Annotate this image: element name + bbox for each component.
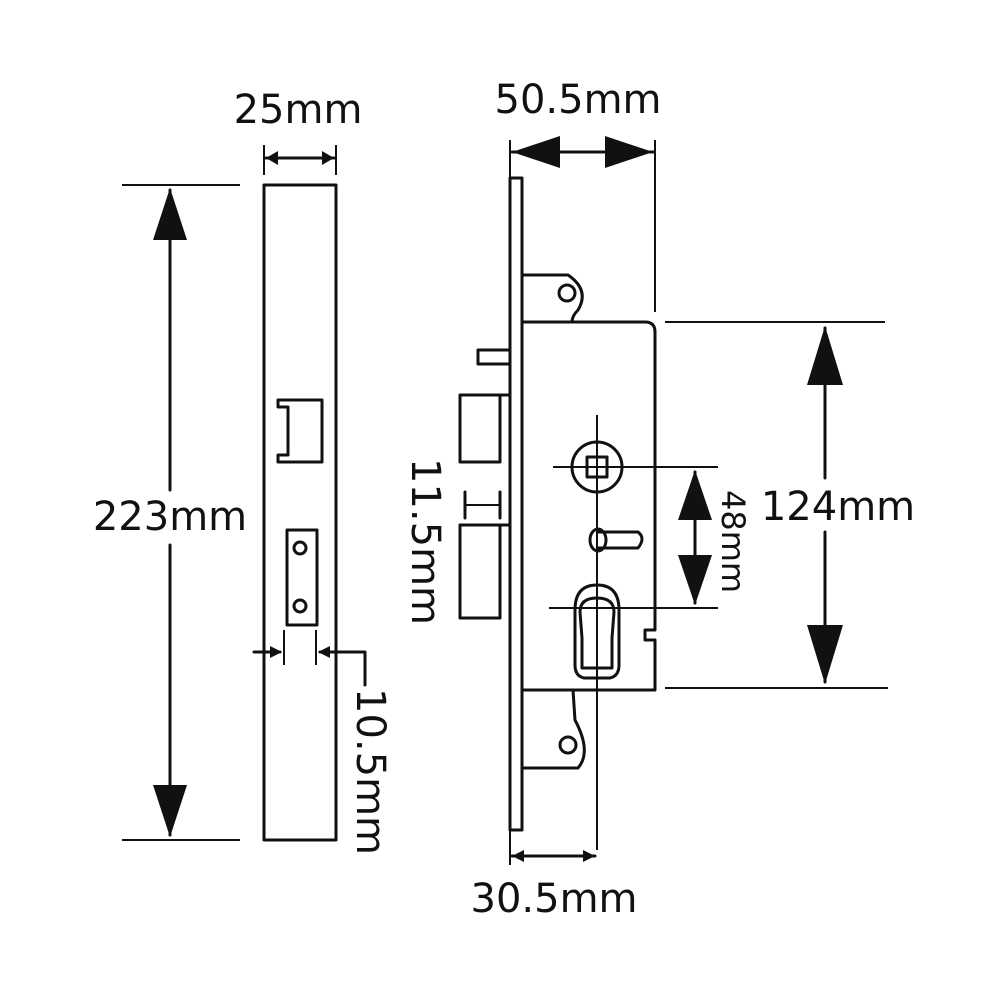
dim-faceplate-offset: 10.5mm [252, 630, 393, 855]
screw-hole-upper [292, 540, 308, 556]
forend-plate [508, 176, 524, 832]
lock-side-view [458, 176, 718, 850]
lever-slot [596, 530, 644, 550]
faceplate-width-label: 25mm [234, 87, 363, 133]
centres-label: 48mm [714, 490, 752, 593]
upper-lug-hole [557, 283, 577, 303]
bolt-slot [285, 528, 319, 627]
upper-mounting-lug [520, 273, 584, 324]
dim-backset: 30.5mm [471, 830, 638, 922]
screw-hole-lower [292, 598, 308, 614]
dim-centres: 48mm [678, 470, 752, 605]
faceplate [262, 183, 338, 842]
slot-pin [588, 527, 608, 553]
latch-gap-label: 11.5mm [402, 458, 448, 625]
lower-lug-hole [558, 735, 578, 755]
latch-bolt [458, 393, 512, 464]
dim-backset-overall: 50.5mm [495, 77, 662, 312]
dim-faceplate-height: 223mm [93, 184, 247, 841]
lower-mounting-lug [520, 688, 586, 770]
faceplate-offset-label: 10.5mm [347, 688, 393, 855]
latch-opening [276, 398, 324, 464]
dim-latch-gap: 11.5mm [402, 458, 502, 625]
backset-overall-label: 50.5mm [495, 77, 662, 123]
dead-bolt [458, 523, 512, 620]
faceplate-front-view [262, 183, 338, 842]
faceplate-height-label: 223mm [93, 494, 247, 540]
dim-case-height: 124mm [665, 321, 915, 689]
anti-thrust-tab [476, 348, 512, 366]
euro-cylinder-cutout [573, 583, 621, 680]
euro-cylinder-outline [578, 596, 616, 670]
dim-faceplate-width: 25mm [234, 87, 363, 175]
case-height-label: 124mm [761, 484, 915, 530]
backset-label: 30.5mm [471, 876, 638, 922]
lock-case [520, 320, 657, 692]
